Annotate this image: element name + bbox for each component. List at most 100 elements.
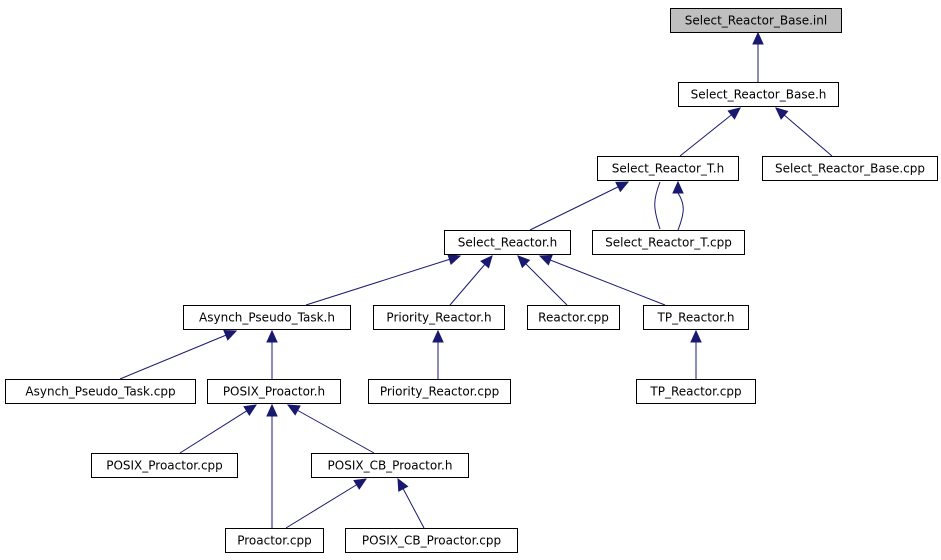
edge-line (517, 255, 568, 306)
node-priority-reactor-h[interactable]: Priority_Reactor.h (373, 305, 505, 330)
arrowhead (615, 181, 630, 193)
arrowhead (266, 403, 278, 417)
node-label: TP_Reactor.h (657, 311, 735, 325)
edge-line (775, 107, 833, 157)
edge-n12-n7 (432, 329, 444, 379)
node-label: Reactor.cpp (538, 311, 609, 325)
edge-line (677, 192, 684, 231)
node-box[interactable] (207, 379, 341, 404)
node-box[interactable] (643, 305, 749, 330)
edge-n6-n4 (305, 253, 462, 306)
node-box[interactable] (762, 156, 938, 181)
arrowhead (672, 180, 684, 194)
node-label: Priority_Reactor.cpp (380, 385, 499, 399)
node-asynch-pseudo-task-h[interactable]: Asynch_Pseudo_Task.h (183, 305, 351, 330)
edge-n16-n15 (285, 478, 368, 529)
arrowhead (223, 330, 238, 341)
node-label: Priority_Reactor.h (386, 311, 491, 325)
node-posix-cb-proactor-h[interactable]: POSIX_CB_Proactor.h (311, 453, 469, 478)
node-select-reactor-base-inl[interactable]: Select_Reactor_Base.inl (670, 8, 842, 33)
node-asynch-pseudo-task-cpp[interactable]: Asynch_Pseudo_Task.cpp (5, 379, 196, 404)
node-label: POSIX_Proactor.cpp (106, 459, 223, 473)
node-proactor-cpp[interactable]: Proactor.cpp (225, 528, 324, 553)
arrowhead (775, 107, 789, 120)
node-label: Select_Reactor.h (458, 236, 557, 250)
node-box[interactable] (597, 156, 739, 181)
node-label: Select_Reactor_T.cpp (605, 236, 732, 250)
node-label: Select_Reactor_Base.inl (685, 14, 827, 28)
arrowhead (286, 404, 301, 416)
node-label: POSIX_Proactor.h (223, 385, 325, 399)
edge-n3-n1 (775, 107, 833, 157)
node-box[interactable] (592, 230, 745, 255)
edge-line (539, 255, 666, 306)
node-select-reactor-h[interactable]: Select_Reactor.h (444, 230, 571, 255)
edge-n5-n2 (672, 180, 684, 231)
arrowhead (432, 329, 444, 343)
arrowhead (353, 478, 368, 490)
node-select-reactor-base-cpp[interactable]: Select_Reactor_Base.cpp (762, 156, 938, 181)
node-select-reactor-t-h[interactable]: Select_Reactor_T.h (597, 156, 739, 181)
node-label: POSIX_CB_Proactor.h (328, 459, 453, 473)
edge-line (287, 404, 375, 454)
edge-line (654, 181, 661, 230)
edge-n2-n5 (654, 181, 661, 230)
edge-n9-n4 (538, 254, 666, 306)
node-reactor-cpp[interactable]: Reactor.cpp (527, 305, 620, 330)
node-label: Asynch_Pseudo_Task.h (199, 311, 335, 325)
node-box[interactable] (670, 8, 842, 33)
arrowhead (266, 329, 278, 343)
edge-line (285, 478, 367, 529)
node-box[interactable] (345, 528, 518, 553)
node-label: Select_Reactor_Base.h (691, 88, 827, 102)
node-select-reactor-base-h[interactable]: Select_Reactor_Base.h (678, 82, 839, 107)
edge-n14-n11 (179, 404, 258, 454)
node-tp-reactor-h[interactable]: TP_Reactor.h (643, 305, 749, 330)
edge-n17-n15 (397, 477, 425, 529)
edge-n16-n11 (266, 403, 278, 528)
arrowhead (517, 255, 531, 269)
edge-n13-n9 (690, 329, 702, 379)
node-box[interactable] (311, 453, 469, 478)
node-box[interactable] (373, 305, 505, 330)
node-label: POSIX_CB_Proactor.cpp (362, 534, 501, 548)
edge-line (179, 404, 257, 454)
arrowhead (538, 254, 553, 266)
edge-n2-n1 (679, 107, 741, 157)
edge-n11-n6 (266, 329, 278, 379)
node-label: TP_Reactor.cpp (649, 385, 741, 399)
arrowhead (243, 404, 258, 417)
arrowhead (690, 329, 702, 343)
edges-layer (119, 31, 833, 529)
node-box[interactable] (91, 453, 238, 478)
edge-line (529, 181, 629, 231)
arrowhead (727, 107, 741, 120)
node-box[interactable] (368, 379, 511, 404)
node-box[interactable] (5, 379, 196, 404)
node-label: Select_Reactor_Base.cpp (775, 162, 925, 176)
node-box[interactable] (444, 230, 571, 255)
node-box[interactable] (636, 379, 756, 404)
node-select-reactor-t-cpp[interactable]: Select_Reactor_T.cpp (592, 230, 745, 255)
node-box[interactable] (678, 82, 839, 107)
node-posix-cb-proactor-cpp[interactable]: POSIX_CB_Proactor.cpp (345, 528, 518, 553)
edge-n8-n4 (517, 255, 568, 306)
node-posix-proactor-cpp[interactable]: POSIX_Proactor.cpp (91, 453, 238, 478)
node-priority-reactor-cpp[interactable]: Priority_Reactor.cpp (368, 379, 511, 404)
node-tp-reactor-cpp[interactable]: TP_Reactor.cpp (636, 379, 756, 404)
edge-n1-n0 (752, 31, 764, 82)
edge-n15-n11 (286, 404, 375, 454)
node-box[interactable] (527, 305, 620, 330)
node-box[interactable] (225, 528, 324, 553)
node-box[interactable] (183, 305, 351, 330)
arrowhead (447, 253, 462, 265)
nodes-layer: Select_Reactor_Base.inlSelect_Reactor_Ba… (5, 8, 938, 553)
edge-n10-n6 (119, 330, 238, 380)
node-posix-proactor-h[interactable]: POSIX_Proactor.h (207, 379, 341, 404)
edge-line (679, 107, 741, 157)
edge-line (305, 255, 461, 306)
edge-n7-n4 (449, 255, 493, 306)
edge-n4-n2 (529, 181, 630, 231)
edge-line (119, 330, 237, 380)
